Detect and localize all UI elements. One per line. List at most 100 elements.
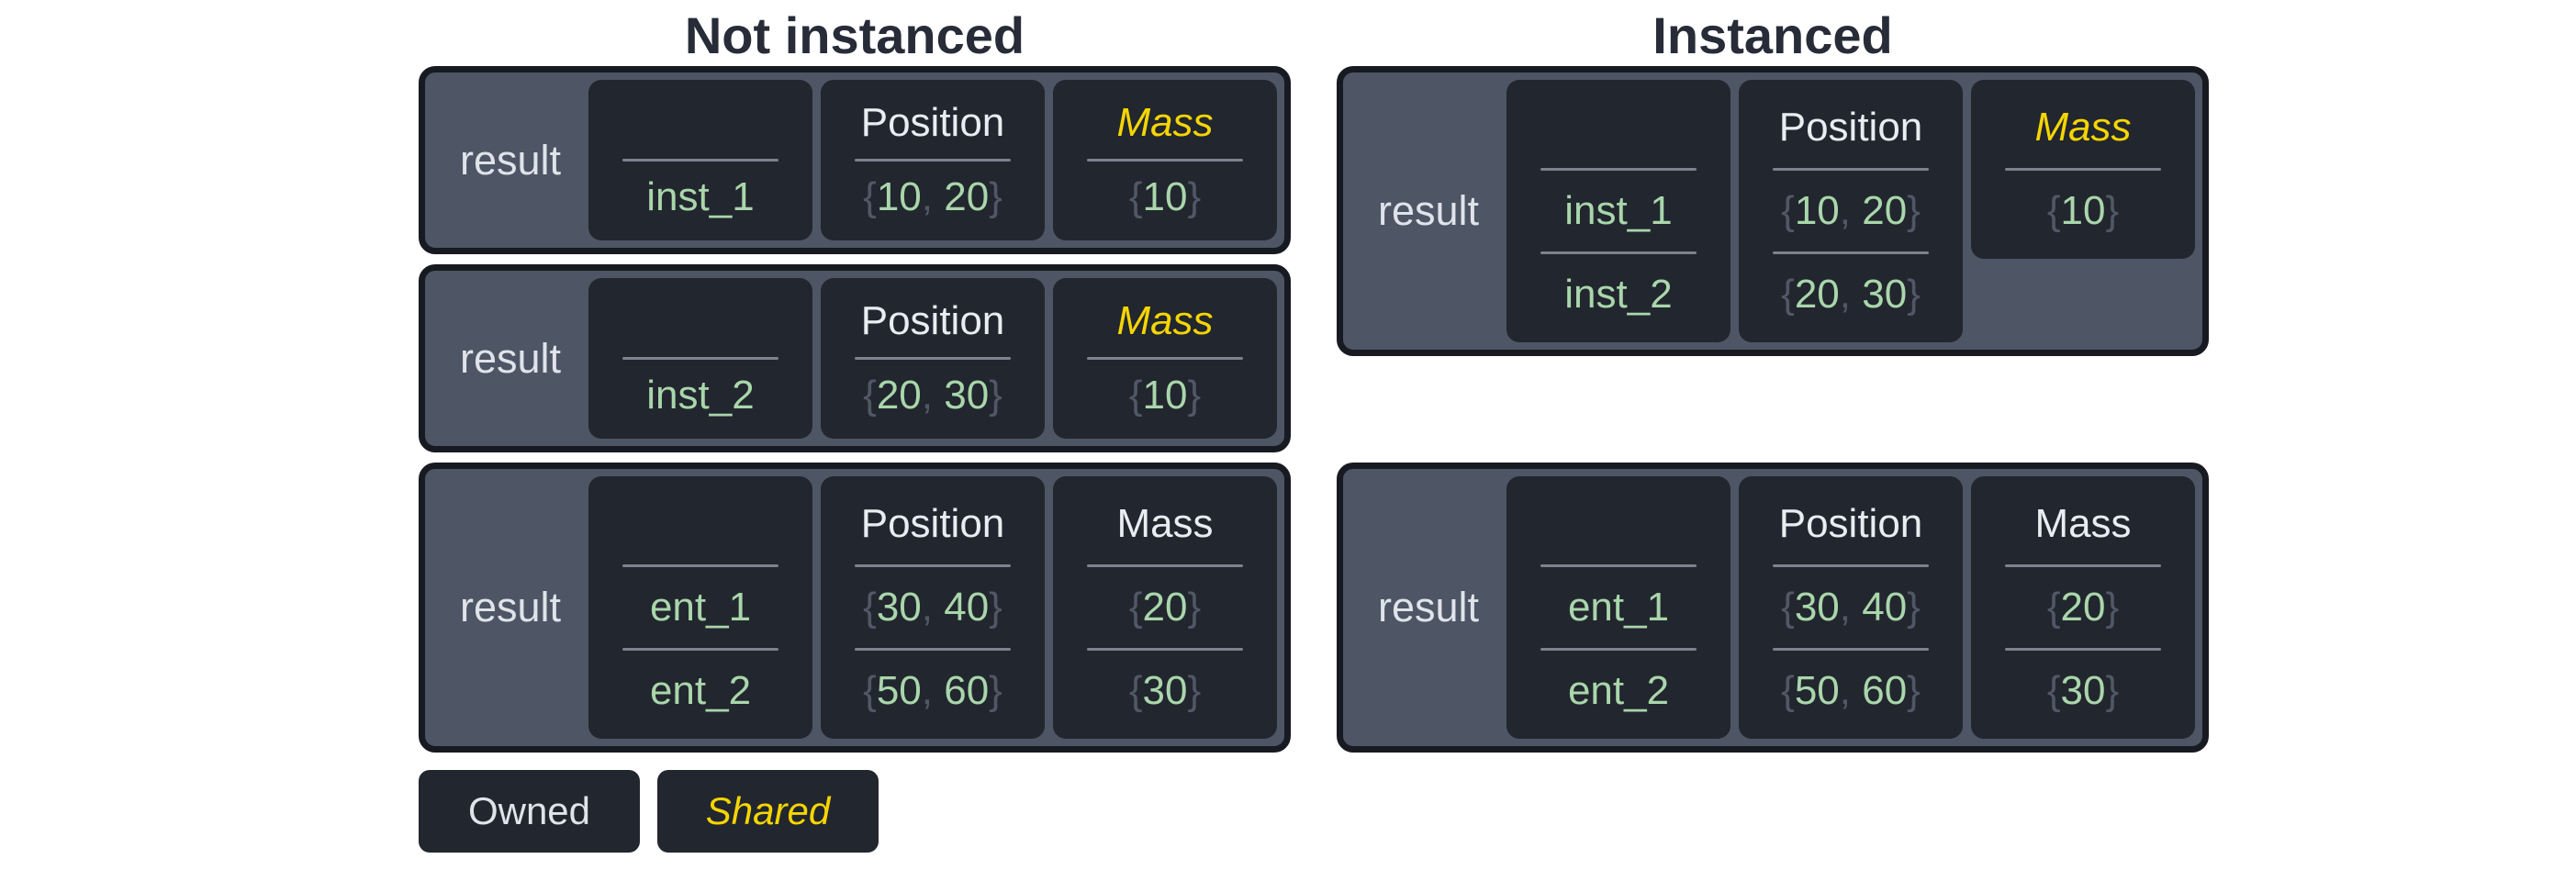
cell-value: {30}	[1062, 651, 1268, 731]
divider-line	[1086, 564, 1244, 567]
component-value: {50, 60}	[1781, 668, 1921, 714]
value-separator: ,	[1839, 585, 1863, 630]
open-brace: {	[863, 668, 877, 713]
column-header	[598, 484, 803, 564]
divider-line	[622, 648, 779, 651]
entity-name: ent_1	[649, 585, 752, 630]
legend-owned: Owned	[419, 770, 640, 853]
close-brace: }	[1187, 373, 1202, 418]
open-brace: {	[2046, 668, 2061, 713]
component-value: {10}	[2047, 188, 2119, 234]
divider-line	[1540, 251, 1697, 254]
open-brace: {	[863, 373, 877, 418]
cell-value: ent_1	[598, 567, 803, 648]
close-brace: }	[1907, 272, 1921, 317]
divider-line	[2004, 564, 2162, 567]
component-value: {30, 40}	[1781, 585, 1921, 630]
divider-line	[1086, 648, 1244, 651]
result-label: result	[459, 334, 562, 382]
close-brace: }	[1907, 585, 1921, 630]
column-header: Mass	[2034, 501, 2132, 546]
component-value: {10}	[1129, 373, 1201, 418]
divider-line	[1772, 648, 1930, 651]
close-brace: }	[1907, 188, 1921, 233]
cell-value: inst_1	[1516, 171, 1721, 251]
value-number: 60	[1862, 668, 1908, 713]
column-position: Position{10, 20}{20, 30}	[1739, 80, 1963, 342]
cell-value: {20}	[1062, 567, 1268, 648]
divider-line	[2004, 648, 2162, 651]
divider-line	[854, 357, 1012, 360]
divider-line	[1540, 564, 1697, 567]
column-header: Position	[860, 501, 1005, 546]
divider-line	[1772, 251, 1930, 254]
value-separator: ,	[1839, 272, 1863, 317]
cell-value: {10}	[1062, 360, 1268, 431]
divider-line	[854, 159, 1012, 162]
value-number: 30	[1794, 585, 1840, 630]
value-separator: ,	[1839, 668, 1863, 713]
column-header: Position	[860, 298, 1005, 343]
component-value: {20, 30}	[863, 373, 1002, 418]
close-brace: }	[989, 585, 1002, 630]
result-label: result	[1377, 187, 1480, 234]
column-entities: inst_1	[588, 80, 812, 240]
column-header: Position	[1778, 105, 1923, 150]
divider-line	[854, 648, 1012, 651]
cell-value: {50, 60}	[830, 651, 1036, 731]
component-value: {30}	[2047, 668, 2119, 714]
open-brace: {	[1128, 174, 1143, 219]
open-brace: {	[863, 174, 877, 219]
table-cells: inst_2 Position {20, 30} Mass {10}	[588, 278, 1277, 439]
value-number: 10	[1142, 174, 1188, 219]
component-value: {20}	[2047, 585, 2119, 630]
column-header: Position	[1778, 501, 1923, 546]
open-brace: {	[2046, 188, 2061, 233]
value-number: 10	[876, 174, 922, 219]
value-separator: ,	[921, 373, 945, 418]
open-brace: {	[1781, 188, 1795, 233]
column-entities: inst_2	[588, 278, 812, 439]
divider-line	[622, 159, 779, 162]
result-label: result	[459, 136, 562, 184]
value-number: 30	[1142, 668, 1188, 713]
cell-value: inst_2	[1516, 254, 1721, 335]
column-header	[598, 87, 803, 159]
value-number: 40	[1862, 585, 1908, 630]
section-title-instanced: Instanced	[1652, 6, 1893, 64]
cell-value: {30, 40}	[1748, 567, 1954, 648]
close-brace: }	[2105, 668, 2120, 713]
cell-value: ent_1	[1516, 567, 1721, 648]
column-mass: Mass{10}	[1971, 80, 2195, 259]
entity-name: inst_1	[1564, 188, 1673, 233]
divider-line	[1086, 357, 1244, 360]
cell-value: inst_1	[598, 162, 803, 233]
value-number: 20	[876, 373, 922, 418]
divider-line	[1772, 168, 1930, 171]
column-mass: Mass {10}	[1053, 278, 1277, 439]
column-header: Mass	[1116, 100, 1214, 145]
legend-shared: Shared	[657, 770, 879, 853]
column-header	[1516, 87, 1721, 168]
value-number: 30	[876, 585, 922, 630]
divider-line	[1540, 648, 1697, 651]
value-number: 10	[1794, 188, 1840, 233]
value-number: 10	[1142, 373, 1188, 418]
cell-value: ent_2	[1516, 651, 1721, 731]
column-mass: Mass{10}	[1053, 80, 1277, 240]
open-brace: {	[863, 585, 877, 630]
open-brace: {	[1781, 668, 1795, 713]
column-header: Mass	[1116, 298, 1214, 343]
cell-value: {50, 60}	[1748, 651, 1954, 731]
close-brace: }	[989, 373, 1002, 418]
